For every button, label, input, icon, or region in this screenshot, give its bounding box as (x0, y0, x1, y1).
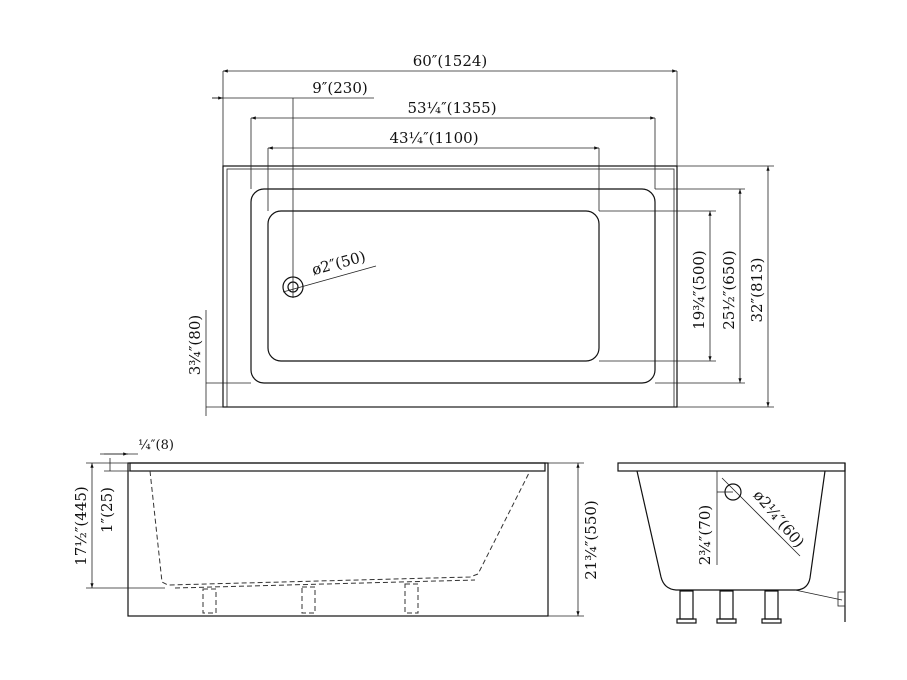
rim-lip-label: 1″(25) (98, 487, 116, 533)
inner-depth-label: 17½″(445) (72, 486, 90, 566)
drain-diameter-label: ø2″(50) (310, 247, 368, 279)
dim-inner-depth: 17½″(445) (72, 462, 165, 589)
overall-length-label: 60″(1524) (413, 52, 488, 70)
dim-bottom-length: 43¼″(1100) (267, 129, 600, 211)
tub-basin-hidden-line (149, 470, 531, 586)
front-rim-outline (129, 462, 546, 472)
bottom-length-label: 43¼″(1100) (389, 129, 478, 147)
dim-inner-rim-width: 25½″(650) (655, 188, 745, 384)
overflow-diameter-label: ø2¼″(60) (750, 486, 808, 551)
inner-rim-width-label: 25½″(650) (720, 250, 738, 330)
front-view: ¼″(8) 1″(25) 17½″(445) 21¾″(550) (72, 438, 600, 617)
inner-rim-outline (250, 188, 656, 384)
dim-rim-thickness: ¼″(8) (100, 438, 174, 456)
dim-rim-lip: 1″(25) (98, 458, 130, 533)
dim-overflow-height: 2¾″(70) (696, 471, 733, 565)
side-basin-outline (636, 470, 826, 591)
support-legs (202, 583, 419, 614)
tub-bottom-outline (267, 210, 600, 362)
tub-deck-outline (226, 168, 675, 408)
dim-rim-offset: 3¾″(80) (186, 310, 251, 416)
rim-offset-label: 3¾″(80) (186, 315, 204, 375)
overall-width-label: 32″(813) (748, 257, 766, 322)
top-view: 60″(1524) 9″(230) 53¼″(1355) 43¼″(1100) … (186, 52, 774, 416)
dim-drain-offset: 9″(230) (212, 79, 374, 298)
overall-height-label: 21¾″(550) (582, 500, 600, 580)
drain-offset-label: 9″(230) (312, 79, 367, 97)
inner-rim-length-label: 53¼″(1355) (407, 99, 496, 117)
dim-overall-width: 32″(813) (677, 165, 774, 408)
dim-drain-diameter: ø2″(50) (282, 247, 377, 293)
overflow-height-label: 2¾″(70) (696, 505, 714, 565)
bottom-width-label: 19¾″(500) (690, 250, 708, 330)
side-rim-outline (617, 462, 846, 472)
rim-thickness-label: ¼″(8) (138, 438, 174, 453)
support-legs-side (676, 590, 782, 624)
front-apron-outline (127, 462, 549, 617)
dim-overall-length: 60″(1524) (222, 52, 678, 166)
dim-overall-height: 21¾″(550) (548, 462, 600, 617)
dim-inner-rim-length: 53¼″(1355) (250, 99, 656, 189)
dim-bottom-width: 19¾″(500) (599, 210, 716, 362)
dim-overflow-diameter: ø2¼″(60) (721, 477, 808, 557)
tub-outer-outline (222, 165, 678, 408)
side-view: 2¾″(70) ø2¼″(60) (617, 462, 846, 624)
